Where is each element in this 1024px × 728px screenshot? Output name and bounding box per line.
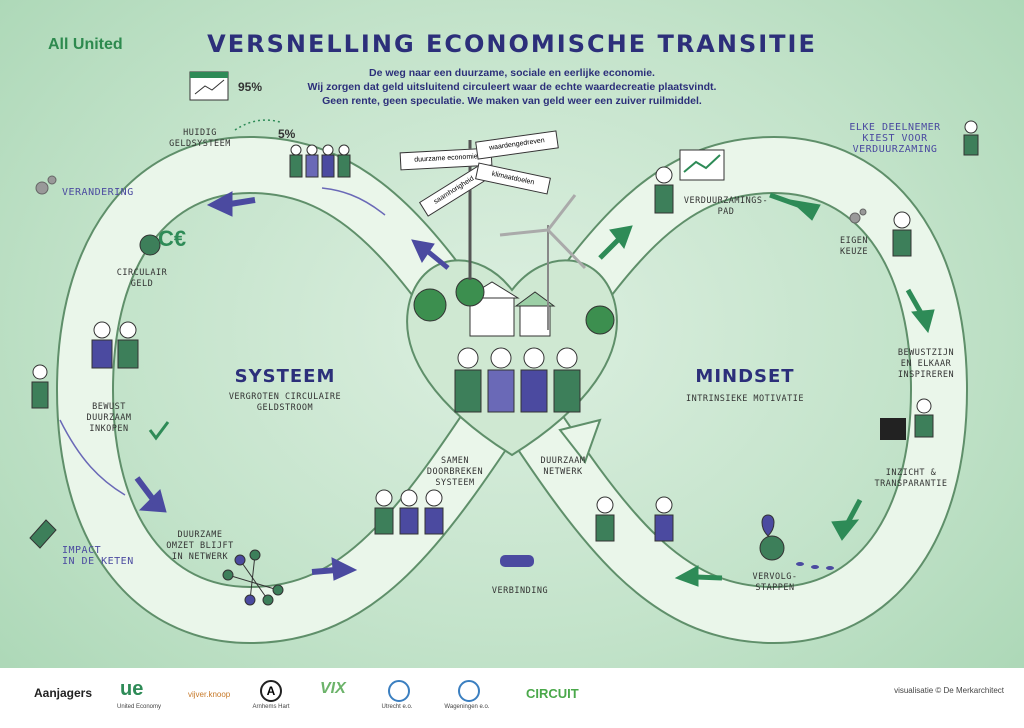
person-far-right xyxy=(963,120,979,156)
brand-name: All United xyxy=(48,36,123,53)
logo-united-economy-label: United Economy xyxy=(116,704,162,710)
label-vergroten: VERGROTEN CIRCULAIRE GELDSTROOM xyxy=(228,392,342,413)
logo-arnhems-hart: A xyxy=(260,680,282,702)
label-verandering: VERANDERING xyxy=(62,187,134,198)
footer-credit: visualisatie © De Merkarchitect xyxy=(894,686,1004,695)
person-far-left xyxy=(31,364,49,409)
footer-bar xyxy=(0,668,1024,728)
percentage-95: 95% xyxy=(238,80,263,94)
check-icon xyxy=(148,421,170,441)
heading-mindset: MINDSET xyxy=(695,366,795,387)
person-top-right xyxy=(654,149,725,214)
heading-systeem: SYSTEEM xyxy=(234,366,336,387)
logo-circuit: CIRCUIT xyxy=(526,686,579,701)
loop-arrows xyxy=(558,192,935,587)
globe-pin xyxy=(759,514,834,570)
globe-left xyxy=(139,234,161,256)
label-vervolgstappen: VERVOLG- STAPPEN xyxy=(752,572,798,593)
label-eigen-keuze: EIGEN KEUZE xyxy=(839,236,869,257)
logo-wageningen-icon xyxy=(458,680,480,702)
loop-arrows-purple xyxy=(134,191,450,581)
people-bottom-center xyxy=(374,489,444,535)
network-left xyxy=(222,549,284,606)
handshake-icon xyxy=(500,555,534,567)
logo-utrecht-label: Utrecht e.o. xyxy=(381,704,413,710)
label-circulair-geld: CIRCULAIR GELD xyxy=(116,268,168,289)
logo-arnhems-hart-label: Arnhems Hart xyxy=(252,704,290,710)
arrow-big-center xyxy=(558,418,602,465)
label-samen-doorbreken: SAMEN DOORBREKEN SYSTEEM xyxy=(426,456,484,488)
label-verbinding: VERBINDING xyxy=(491,586,549,596)
label-verduurzamingspad: VERDUURZAMINGS- PAD xyxy=(683,196,769,217)
logo-united-economy: ue xyxy=(120,678,144,700)
page-title: VERSNELLING ECONOMISCHE TRANSITIE xyxy=(207,30,817,58)
footer-label: Aanjagers xyxy=(34,686,93,700)
computer-person xyxy=(880,398,934,440)
gears-icon-left xyxy=(35,175,57,195)
people-bottom-right xyxy=(595,496,674,542)
label-bewustzijn: BEWUSTZIJN EN ELKAAR INSPIREREN xyxy=(897,348,955,380)
subtitle-line-2: Wij zorgen dat geld uitsluitend circulee… xyxy=(307,81,717,93)
heart-people xyxy=(454,347,581,413)
subtitle-line-1: De weg naar een duurzame, sociale en eer… xyxy=(369,67,655,79)
arrow-right-bottom xyxy=(831,519,860,541)
calendar-chart-icon xyxy=(189,71,229,101)
logo-vijver-knoop: vijver.knoop xyxy=(188,690,231,699)
euro-symbol: C€ xyxy=(158,226,187,251)
label-duurzaam-netwerk: DUURZAAM NETWERK xyxy=(540,456,586,477)
person-eigen-keuze xyxy=(892,211,912,257)
heart-scene xyxy=(406,194,618,457)
people-left xyxy=(91,321,139,369)
percentage-5: 5% xyxy=(278,127,296,141)
label-bewust-duurzaam-inkopen: BEWUST DUURZAAM INKOPEN xyxy=(86,402,132,434)
label-huidig-geldsysteem: HUIDIG GELDSYSTEEM xyxy=(169,128,231,149)
logo-wageningen-label: Wageningen e.o. xyxy=(444,704,490,710)
rocket-icon xyxy=(29,519,57,549)
infinity-diagram xyxy=(29,71,979,644)
label-inzicht-transparantie: INZICHT & TRANSPARANTIE xyxy=(874,468,948,489)
label-duurzame-omzet: DUURZAME OMZET BLIJFT IN NETWERK xyxy=(166,530,234,562)
gears-icon-right xyxy=(849,208,867,224)
label-intrinsieke-motivatie: INTRINSIEKE MOTIVATIE xyxy=(686,394,804,404)
people-top-left xyxy=(289,144,351,178)
subtitle-line-3: Geen rente, geen speculatie. We maken va… xyxy=(322,95,702,107)
label-elke-deelnemer: ELKE DEELNEMER KIEST VOOR VERDUURZAMING xyxy=(849,122,941,155)
logo-utrecht-icon xyxy=(388,680,410,702)
label-impact-in-de-keten: IMPACT IN DE KETEN xyxy=(62,545,134,567)
logo-vix: VIX xyxy=(320,680,346,697)
